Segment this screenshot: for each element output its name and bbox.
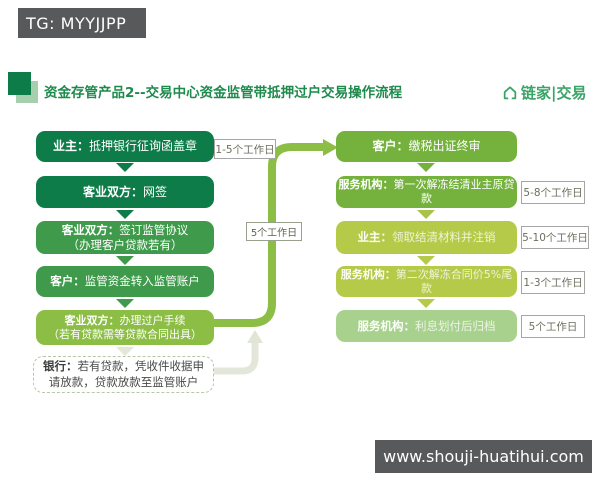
watermark-bottom: www.shouji-huatihui.com bbox=[375, 440, 592, 473]
duration-tag: 1-5个工作日 bbox=[214, 139, 276, 159]
flow-step-left-4: 客户：监管资金转入监管账户 bbox=[36, 266, 214, 297]
duration-tag: 5-10个工作日 bbox=[521, 226, 589, 249]
step-text: 业主：领取结清材料并注销 bbox=[357, 230, 496, 245]
flow-step-left-1: 业主：抵押银行征询函盖章 bbox=[36, 131, 214, 162]
bank-note-text: 银行：若有贷款，凭收件收据申请放款，贷款放款至监管账户 bbox=[43, 358, 204, 389]
flow-step-left-3: 客业双方：签订监管协议 （办理客户贷款若有） bbox=[36, 221, 214, 254]
bullet-square-dark bbox=[8, 72, 31, 95]
duration-tag: 5个工作日 bbox=[521, 315, 585, 338]
flow-step-right-2: 服务机构：第一次解冻结清业主原贷款 bbox=[336, 176, 517, 208]
step-text: 客户：缴税出证终审 bbox=[372, 139, 481, 153]
bank-note-box: 银行：若有贷款，凭收件收据申请放款，贷款放款至监管账户 bbox=[33, 356, 214, 393]
step-text: 业主：抵押银行征询函盖章 bbox=[52, 139, 198, 153]
duration-tag: 1-3个工作日 bbox=[521, 271, 585, 294]
flow-step-left-2: 客业双方：网签 bbox=[36, 176, 214, 208]
step-text: 客业双方：网签 bbox=[82, 184, 168, 199]
step-text: 客业双方：签订监管协议 bbox=[61, 223, 189, 238]
step-text: 客业双方：办理过户手续 bbox=[64, 313, 186, 327]
arrow-down-icon bbox=[116, 163, 134, 172]
arrow-down-icon bbox=[417, 210, 435, 219]
arrow-down-icon bbox=[116, 210, 134, 219]
arrow-down-faded-icon bbox=[116, 347, 134, 356]
house-icon bbox=[502, 85, 518, 101]
watermark-top: TG: MYYJJPP bbox=[18, 8, 146, 38]
arrow-down-icon bbox=[116, 256, 134, 265]
step-text: 服务机构：利息划付后归档 bbox=[357, 318, 496, 333]
flow-step-right-3: 业主：领取结清材料并注销 bbox=[336, 221, 517, 254]
arrow-down-icon bbox=[417, 299, 435, 308]
flow-step-right-1: 客户：缴税出证终审 bbox=[336, 131, 517, 162]
arrow-down-icon bbox=[417, 163, 435, 172]
title-bullet-icon bbox=[8, 72, 40, 106]
arrow-down-icon bbox=[116, 299, 134, 308]
arrow-up-faded-icon bbox=[247, 330, 263, 343]
duration-tag: 5-8个工作日 bbox=[521, 181, 585, 204]
flow-step-right-4: 服务机构：第二次解冻合同价5%尾款 bbox=[336, 266, 517, 297]
flow-step-right-5: 服务机构：利息划付后归档 bbox=[336, 310, 517, 342]
step-subtext: （若有贷款需等贷款合同出具） bbox=[48, 327, 202, 341]
arrow-down-icon bbox=[417, 256, 435, 265]
lianjia-logo: 链家|交易 bbox=[502, 82, 586, 103]
flow-step-left-5: 客业双方：办理过户手续 （若有贷款需等贷款合同出具） bbox=[36, 310, 214, 345]
step-text: 服务机构：第二次解冻合同价5%尾款 bbox=[340, 267, 513, 295]
step-text: 客户：监管资金转入监管账户 bbox=[50, 274, 200, 289]
step-subtext: （办理客户贷款若有） bbox=[67, 237, 183, 252]
logo-text: 链家|交易 bbox=[521, 84, 587, 102]
connector-duration-label: 5个工作日 bbox=[246, 222, 302, 241]
step-text: 服务机构：第一次解冻结清业主原贷款 bbox=[338, 178, 515, 205]
page-title: 资金存管产品2--交易中心资金监管带抵押过户交易操作流程 bbox=[44, 85, 403, 101]
